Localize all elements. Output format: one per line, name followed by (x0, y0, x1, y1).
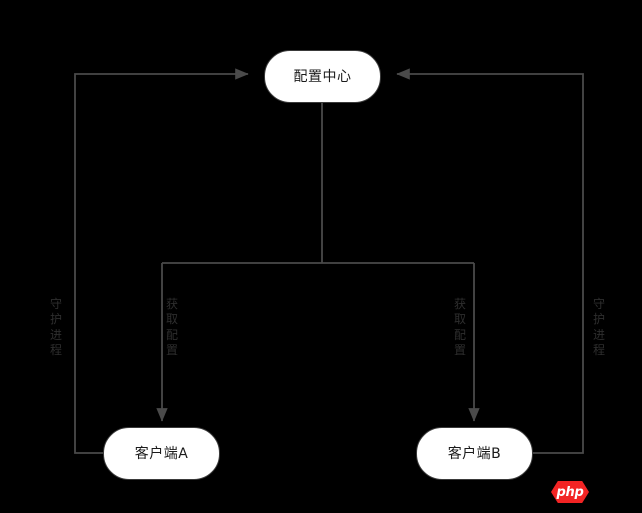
node-config-center-label: 配置中心 (293, 68, 352, 85)
node-config-center[interactable]: 配置中心 (264, 50, 381, 103)
edge-label-daemon-left: 守护进程 (49, 297, 62, 358)
edge-label-fetch-config-right: 获取配置 (453, 297, 466, 358)
edge-label-daemon-right: 守护进程 (592, 297, 605, 358)
php-logo-watermark: php (551, 481, 589, 503)
edge-daemon-right (396, 68, 584, 454)
php-logo-shape (551, 481, 589, 503)
edge-label-fetch-config-left: 获取配置 (165, 297, 178, 358)
node-client-b-label: 客户端B (447, 445, 502, 462)
node-client-b[interactable]: 客户端B (416, 427, 533, 480)
node-client-a-label: 客户端A (134, 445, 189, 462)
edge-daemon-left (74, 68, 249, 454)
php-logo-label: php (556, 484, 584, 500)
node-client-a[interactable]: 客户端A (103, 427, 220, 480)
